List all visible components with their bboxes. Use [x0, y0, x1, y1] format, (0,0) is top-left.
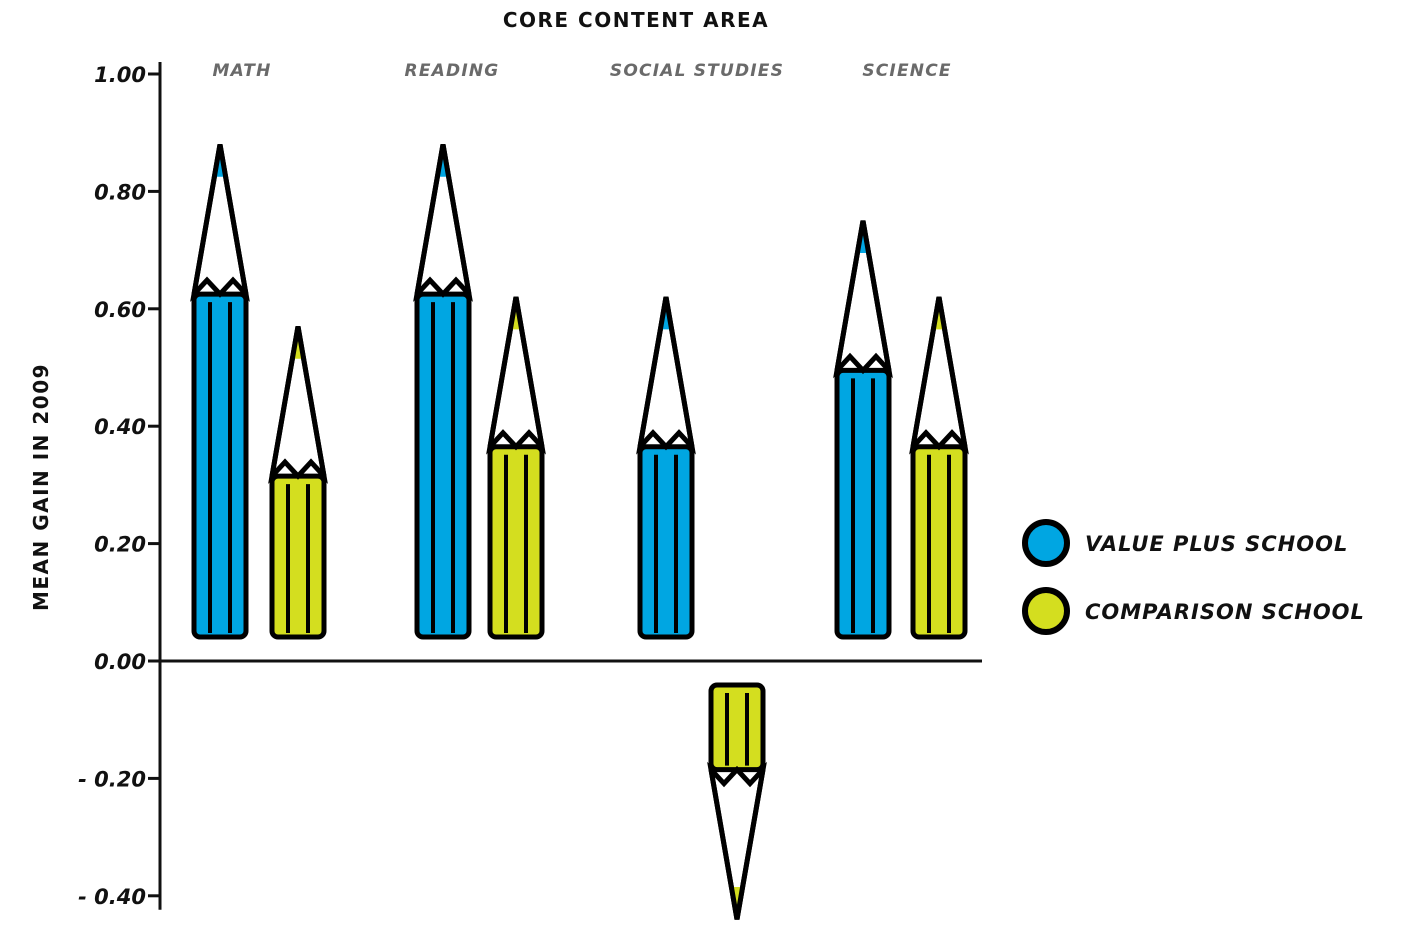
- y-tick-label: 0.60: [94, 298, 146, 322]
- bar-pencil: VALUE PLUS SCHOOL — SOCIAL STUDIES: 0.62: [636, 296, 696, 640]
- y-tick-label: - 0.20: [78, 767, 146, 791]
- y-tick-label: 0.40: [94, 415, 146, 439]
- legend-label: COMPARISON SCHOOL: [1085, 600, 1365, 624]
- bar-pencil: VALUE PLUS SCHOOL — READING: 0.88: [413, 144, 473, 640]
- bar-pencil: VALUE PLUS SCHOOL — MATH: 0.88: [190, 144, 250, 640]
- category-label: READING: [405, 61, 500, 81]
- category-label: MATH: [212, 61, 271, 81]
- y-tick-label: 0.20: [94, 533, 146, 557]
- legend-swatch: [1022, 587, 1070, 635]
- bar-pencil: COMPARISON SCHOOL — READING: 0.62: [486, 296, 546, 640]
- bar-pencil: VALUE PLUS SCHOOL — SCIENCE: 0.75: [833, 220, 893, 640]
- bar-pencil: COMPARISON SCHOOL — SCIENCE: 0.62: [909, 296, 969, 640]
- legend-swatch: [1022, 519, 1070, 567]
- y-tick-label: 0.80: [94, 180, 146, 204]
- legend-item: VALUE PLUS SCHOOL: [1022, 519, 1348, 567]
- bar-pencil: COMPARISON SCHOOL — SOCIAL STUDIES: -0.4…: [707, 682, 767, 920]
- y-axis-label: MEAN GAIN IN 2009: [29, 363, 53, 611]
- pencil-marks: VALUE PLUS SCHOOL — MATH: 0.88 VALUE PLUS…: [190, 144, 969, 920]
- legend-item: COMPARISON SCHOOL: [1022, 587, 1365, 635]
- category-label: SOCIAL STUDIES: [610, 61, 784, 81]
- legend-label: VALUE PLUS SCHOOL: [1085, 532, 1348, 556]
- category-label: SCIENCE: [862, 61, 951, 81]
- chart-title: CORE CONTENT AREA: [503, 8, 769, 32]
- axes: 1.00 0.80 0.60 0.40 0.20 0.00 - 0.20 - 0.40: [78, 62, 982, 910]
- y-tick-label: 1.00: [94, 63, 146, 87]
- legend: VALUE PLUS SCHOOL COMPARISON SCHOOL: [1022, 519, 1365, 635]
- y-tick-label: - 0.40: [78, 885, 146, 909]
- y-tick-label: 0.00: [94, 650, 146, 674]
- bar-pencil: COMPARISON SCHOOL — MATH: 0.57: [268, 325, 328, 640]
- category-labels: MATH READING SOCIAL STUDIES SCIENCE: [212, 61, 951, 81]
